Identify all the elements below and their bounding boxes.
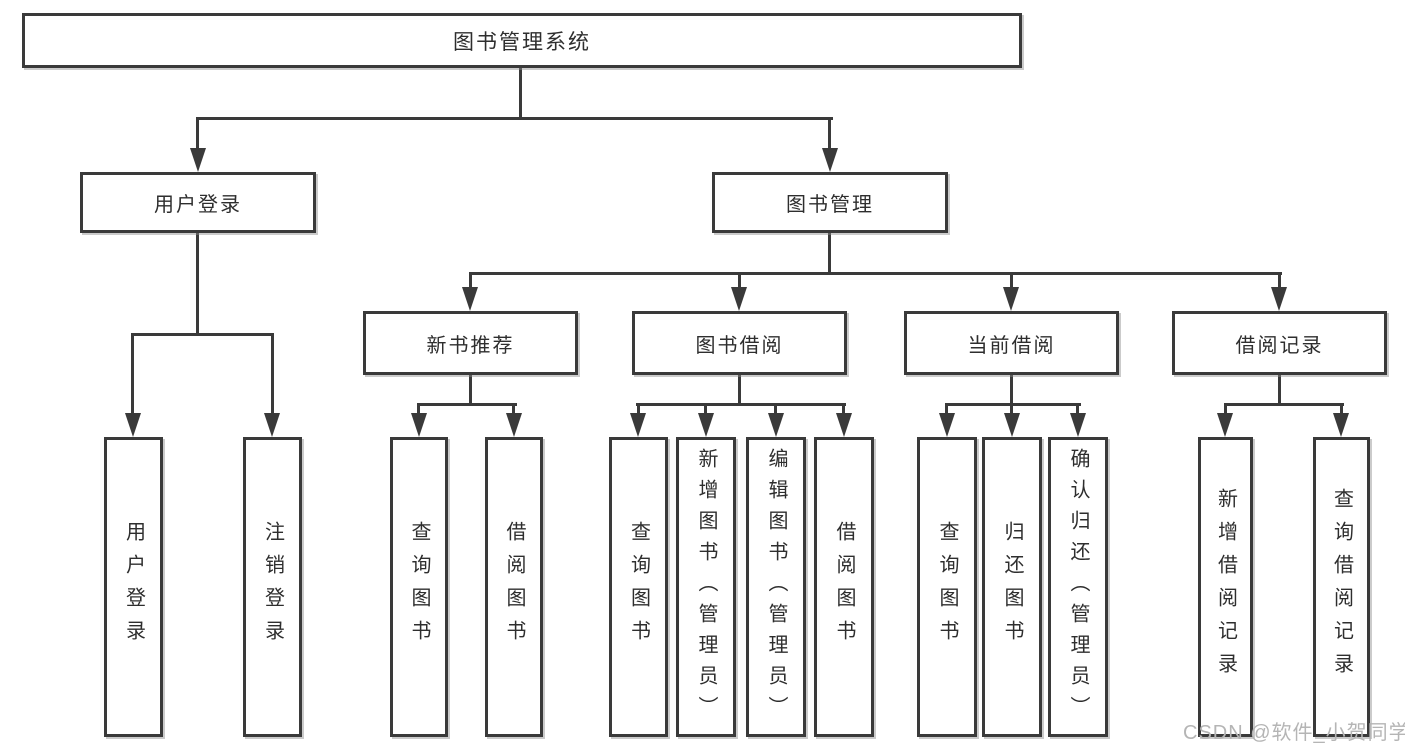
leaf-user-login: 用户登录 bbox=[104, 437, 163, 737]
connector-line bbox=[1224, 403, 1227, 416]
connector-line bbox=[196, 117, 199, 151]
connector-line bbox=[512, 403, 515, 416]
node-book-borrowing: 图书借阅 bbox=[632, 311, 847, 375]
node-current-borrowing: 当前借阅 bbox=[904, 311, 1119, 375]
connector-line bbox=[842, 403, 845, 416]
connector-line bbox=[704, 403, 707, 416]
node-user-login-label: 用户登录 bbox=[154, 194, 242, 216]
leaf-add-borrow-record-label: 新增借阅记录 bbox=[1214, 488, 1237, 686]
leaf-edit-books-admin: 编辑图书（管理员） bbox=[746, 437, 806, 737]
arrow-down-icon bbox=[1333, 413, 1349, 437]
leaf-borrow-books-recommend: 借阅图书 bbox=[485, 437, 543, 737]
leaf-edit-books-admin-label: 编辑图书（管理员） bbox=[765, 447, 787, 727]
connector-line bbox=[1010, 375, 1013, 406]
connector-line bbox=[519, 68, 522, 119]
arrow-down-icon bbox=[1217, 413, 1233, 437]
connector-line bbox=[738, 272, 741, 290]
arrow-down-icon bbox=[506, 413, 522, 437]
watermark: CSDN @软件_小贺同学 bbox=[1183, 722, 1405, 744]
leaf-return-books: 归还图书 bbox=[982, 437, 1042, 737]
connector-line bbox=[1340, 403, 1343, 416]
leaf-query-books-recommend: 查询图书 bbox=[390, 437, 448, 737]
node-user-login: 用户登录 bbox=[80, 172, 316, 233]
connector-line bbox=[417, 403, 517, 406]
leaf-borrow-books-label: 借阅图书 bbox=[833, 521, 855, 653]
node-borrowing-records: 借阅记录 bbox=[1172, 311, 1387, 375]
connector-line bbox=[131, 333, 274, 336]
arrow-down-icon bbox=[264, 413, 280, 437]
node-current-borrowing-label: 当前借阅 bbox=[967, 334, 1056, 357]
connector-line bbox=[196, 233, 199, 336]
leaf-logout: 注销登录 bbox=[243, 437, 302, 737]
leaf-borrow-books-recommend-label: 借阅图书 bbox=[503, 521, 525, 653]
connector-line bbox=[1010, 403, 1013, 416]
connector-line bbox=[1076, 403, 1079, 416]
arrow-down-icon bbox=[1004, 413, 1020, 437]
node-book-management: 图书管理 bbox=[712, 172, 948, 233]
arrow-down-icon bbox=[1271, 287, 1287, 311]
arrow-down-icon bbox=[939, 413, 955, 437]
connector-line bbox=[1010, 272, 1013, 290]
arrow-down-icon bbox=[822, 148, 838, 172]
leaf-user-login-label: 用户登录 bbox=[122, 521, 145, 653]
connector-line bbox=[636, 403, 846, 406]
leaf-borrow-books: 借阅图书 bbox=[814, 437, 874, 737]
arrow-down-icon bbox=[768, 413, 784, 437]
leaf-query-books-borrow-label: 查询图书 bbox=[627, 521, 650, 653]
connector-line bbox=[637, 403, 640, 416]
leaf-confirm-return-admin-label: 确认归还（管理员） bbox=[1067, 447, 1089, 727]
arrow-down-icon bbox=[190, 148, 206, 172]
leaf-query-books-borrow: 查询图书 bbox=[609, 437, 668, 737]
connector-line bbox=[828, 117, 831, 151]
connector-line bbox=[945, 403, 948, 416]
arrow-down-icon bbox=[731, 287, 747, 311]
connector-line bbox=[945, 403, 1081, 406]
connector-line bbox=[469, 272, 1282, 275]
leaf-query-borrow-record-label: 查询借阅记录 bbox=[1330, 488, 1353, 686]
node-library-system-label: 图书管理系统 bbox=[453, 30, 591, 54]
node-new-book-recommend-label: 新书推荐 bbox=[426, 334, 515, 357]
arrow-down-icon bbox=[1070, 413, 1086, 437]
node-library-system: 图书管理系统 bbox=[22, 13, 1022, 68]
node-book-management-label: 图书管理 bbox=[786, 194, 874, 216]
connector-line bbox=[469, 272, 472, 290]
leaf-query-books-recommend-label: 查询图书 bbox=[408, 521, 430, 653]
connector-line bbox=[271, 333, 274, 416]
arrow-down-icon bbox=[125, 413, 141, 437]
connector-line bbox=[774, 403, 777, 416]
leaf-return-books-label: 归还图书 bbox=[1001, 521, 1023, 653]
leaf-query-borrow-record: 查询借阅记录 bbox=[1313, 437, 1370, 737]
connector-line bbox=[131, 333, 134, 416]
connector-line bbox=[828, 233, 831, 275]
connector-line bbox=[197, 117, 833, 120]
node-new-book-recommend: 新书推荐 bbox=[363, 311, 578, 375]
leaf-query-books-current-label: 查询图书 bbox=[936, 521, 958, 653]
arrow-down-icon bbox=[411, 413, 427, 437]
connector-line bbox=[417, 403, 420, 416]
arrow-down-icon bbox=[630, 413, 646, 437]
leaf-logout-label: 注销登录 bbox=[261, 521, 284, 653]
connector-line bbox=[1278, 272, 1281, 290]
connector-line bbox=[469, 375, 472, 406]
arrow-down-icon bbox=[836, 413, 852, 437]
leaf-confirm-return-admin: 确认归还（管理员） bbox=[1048, 437, 1108, 737]
connector-line bbox=[1278, 375, 1281, 406]
node-book-borrowing-label: 图书借阅 bbox=[695, 334, 784, 357]
connector-line bbox=[1224, 403, 1344, 406]
arrow-down-icon bbox=[698, 413, 714, 437]
arrow-down-icon bbox=[462, 287, 478, 311]
connector-line bbox=[738, 375, 741, 406]
leaf-query-books-current: 查询图书 bbox=[917, 437, 977, 737]
leaf-add-books-admin: 新增图书（管理员） bbox=[676, 437, 736, 737]
leaf-add-borrow-record: 新增借阅记录 bbox=[1198, 437, 1253, 737]
node-borrowing-records-label: 借阅记录 bbox=[1235, 334, 1324, 357]
leaf-add-books-admin-label: 新增图书（管理员） bbox=[695, 447, 717, 727]
arrow-down-icon bbox=[1003, 287, 1019, 311]
